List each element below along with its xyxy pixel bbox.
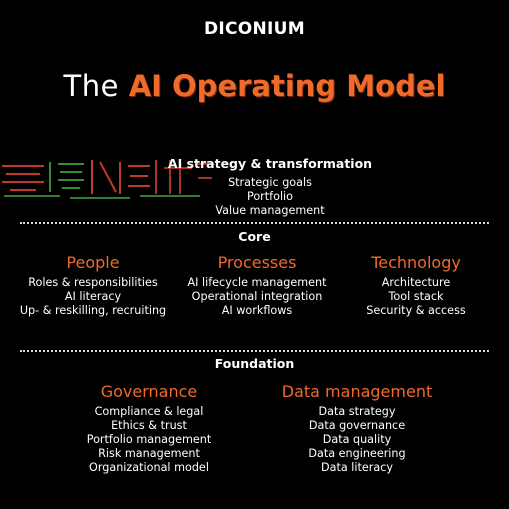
strategy-title: AI strategy & transformation <box>167 156 373 171</box>
technology-item: Tool stack <box>388 290 444 303</box>
foundation-label: Foundation <box>214 356 295 371</box>
technology-title: Technology <box>371 253 461 272</box>
brand-logo: DICONIUM <box>203 19 306 39</box>
people-item: Roles & responsibilities <box>28 276 158 289</box>
foundation-divider <box>20 350 489 352</box>
governance-item: Organizational model <box>89 461 209 474</box>
title-accent: AI Operating Model <box>128 69 446 103</box>
governance-item: Ethics & trust <box>111 419 187 432</box>
processes-item: AI lifecycle management <box>187 276 327 289</box>
core-label: Core <box>238 229 271 244</box>
processes-column: Processes AI lifecycle management Operat… <box>168 253 346 318</box>
data-management-item: Data governance <box>308 419 406 432</box>
data-management-title: Data management <box>281 382 433 401</box>
governance-item: Portfolio management <box>86 433 212 446</box>
processes-title: Processes <box>217 253 297 272</box>
governance-column: Governance Compliance & legal Ethics & t… <box>58 382 240 475</box>
governance-title: Governance <box>100 382 198 401</box>
technology-column: Technology Architecture Tool stack Secur… <box>331 253 501 318</box>
people-item: Up- & reskilling, recruiting <box>19 304 167 317</box>
processes-item: Operational integration <box>191 290 323 303</box>
glitch-decoration <box>2 160 214 199</box>
people-item: AI literacy <box>64 290 122 303</box>
technology-item: Architecture <box>381 276 451 289</box>
strategy-item: Portfolio <box>246 190 294 203</box>
page-title: The AI Operating Model <box>0 67 509 105</box>
governance-item: Compliance & legal <box>94 405 204 418</box>
data-management-column: Data management Data strategy Data gover… <box>264 382 450 475</box>
data-management-item: Data literacy <box>321 461 393 474</box>
people-title: People <box>66 253 120 272</box>
strategy-section: AI strategy & transformation Strategic g… <box>145 156 395 218</box>
core-divider <box>20 222 489 224</box>
title-prefix: The <box>63 69 129 103</box>
strategy-item: Value management <box>215 204 325 217</box>
data-management-item: Data engineering <box>308 447 406 460</box>
governance-item: Risk management <box>98 447 200 460</box>
data-management-item: Data strategy <box>318 405 396 418</box>
processes-item: AI workflows <box>221 304 293 317</box>
people-column: People Roles & responsibilities AI liter… <box>3 253 183 318</box>
data-management-item: Data quality <box>322 433 392 446</box>
strategy-item: Strategic goals <box>228 176 312 189</box>
technology-item: Security & access <box>366 304 466 317</box>
